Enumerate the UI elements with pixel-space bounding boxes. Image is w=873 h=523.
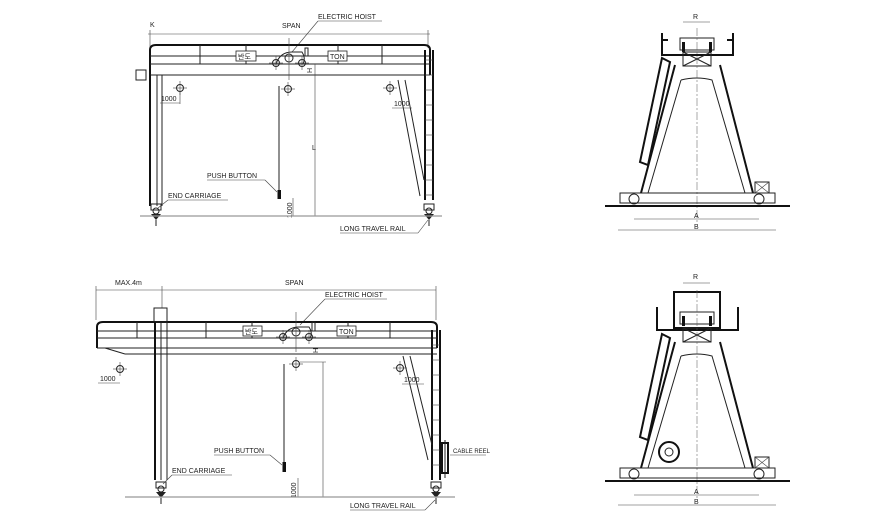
electric-hoist (268, 38, 310, 80)
dim-1000-bottom: 1000 (287, 202, 294, 218)
a-label-bottom: A (694, 489, 699, 496)
dim-1000-left-bottom: 1000 (100, 376, 116, 383)
front-view-top: K SPAN ELECTRIC HOIST 반도 TON H L (135, 14, 442, 234)
ton-tag-bottom: TON (339, 329, 354, 336)
girder-bottom (96, 321, 438, 348)
a-label: A (694, 213, 699, 220)
span-label: SPAN (282, 23, 301, 30)
push-button (277, 190, 281, 199)
side-ladder (638, 56, 672, 167)
electric-hoist-label-bottom: ELECTRIC HOIST (325, 292, 384, 299)
height-label-bottom: H (313, 348, 320, 353)
end-carriage-wheel (150, 203, 162, 227)
diagonal-brace (397, 79, 421, 197)
k-label: K (150, 22, 155, 29)
lift-label: L (312, 145, 316, 152)
dim-1000-right-bottom: 1000 (404, 377, 420, 384)
electric-hoist-label: ELECTRIC HOIST (318, 14, 377, 21)
r-label-bottom: R (693, 274, 698, 281)
electric-hoist-bottom (275, 312, 317, 352)
end-carriage-label: END CARRIAGE (168, 193, 222, 200)
dim-1000-left: 1000 (161, 96, 177, 103)
side-view-top: R A B (605, 14, 790, 231)
cable-reel-label: CABLE REEL (453, 449, 491, 455)
front-view-bottom: MAX.4m SPAN ELECTRIC HOIST 반도 TON H (95, 280, 491, 511)
svg-text:TON: TON (330, 54, 345, 61)
r-label: R (693, 14, 698, 21)
long-travel-rail-label: LONG TRAVEL RAIL (340, 226, 406, 233)
capacity-tag (235, 50, 257, 62)
side-view-bottom: R A B (605, 274, 790, 506)
cable-reel (441, 440, 449, 478)
end-carriage-label-bottom: END CARRIAGE (172, 468, 226, 475)
capacity-tag-bottom: 반도 (245, 327, 258, 336)
push-button-label: PUSH BUTTON (207, 173, 257, 180)
svg-text:반도: 반도 (238, 52, 251, 61)
height-label: H (307, 68, 314, 73)
push-button-label-bottom: PUSH BUTTON (214, 448, 264, 455)
side-cable-reel (658, 441, 680, 463)
ton-tag (327, 50, 348, 62)
span-label-bottom: SPAN (285, 280, 304, 287)
dim-1000-right: 1000 (394, 101, 410, 108)
b-label-bottom: B (694, 499, 699, 506)
cantilever-label: MAX.4m (115, 280, 142, 287)
b-label: B (694, 224, 699, 231)
girder (149, 44, 431, 75)
dim-1000-bottom-bottom: 1000 (291, 482, 298, 498)
long-travel-rail-label-bottom: LONG TRAVEL RAIL (350, 503, 416, 510)
